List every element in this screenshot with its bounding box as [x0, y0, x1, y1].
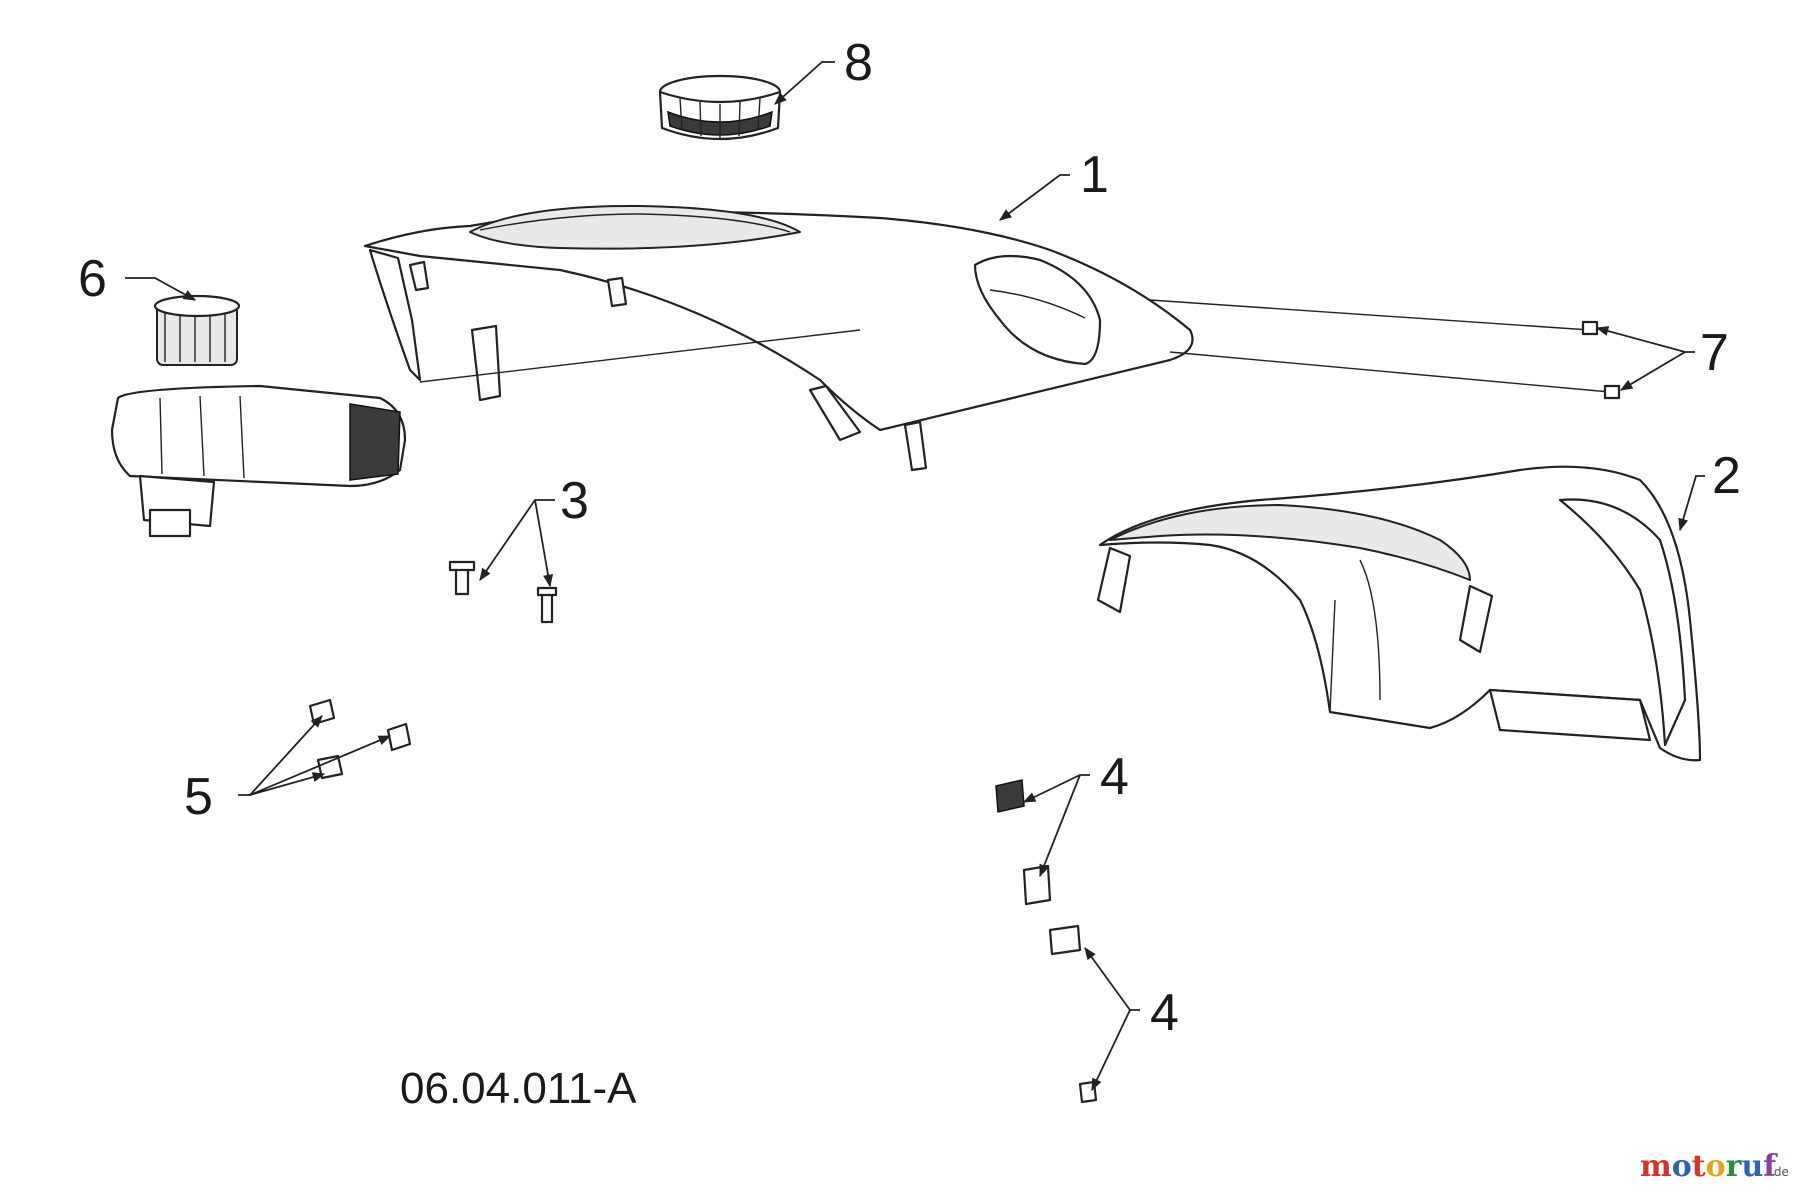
- callout-4-lower: 4: [1150, 984, 1179, 1042]
- callout-3: 3: [560, 472, 589, 530]
- callout-2: 2: [1712, 447, 1741, 505]
- watermark-letter: o: [1672, 1149, 1692, 1184]
- part-3-bolts: [448, 560, 558, 624]
- callout-5: 5: [184, 768, 213, 826]
- callout-4-upper: 4: [1100, 748, 1129, 806]
- drawing-id: 06.04.011-A: [400, 1064, 637, 1113]
- watermark-letter: m: [1640, 1149, 1672, 1184]
- callout-7: 7: [1700, 324, 1729, 382]
- watermark-logo: motoruf .de: [1640, 1149, 1789, 1184]
- watermark-letter: r: [1726, 1149, 1743, 1184]
- leader-lines: [125, 61, 1705, 1092]
- watermark-letter: o: [1706, 1149, 1726, 1184]
- part-6-engine: [110, 294, 407, 538]
- part-8-cap: [658, 74, 782, 141]
- watermark-letter: f: [1763, 1149, 1778, 1184]
- part-1-top-cover: [363, 204, 1621, 472]
- part-2-rear-deflector: [1096, 465, 1702, 762]
- svg-text:motoruf: motoruf: [1640, 1149, 1778, 1184]
- watermark-letter: t: [1692, 1149, 1706, 1184]
- watermark-letter: u: [1741, 1149, 1763, 1184]
- callout-6: 6: [78, 250, 107, 308]
- callout-1: 1: [1080, 146, 1109, 204]
- part-4-nuts: [995, 779, 1098, 1104]
- svg-text:.de: .de: [1770, 1165, 1789, 1179]
- part-5-clips: [308, 698, 412, 780]
- callout-8: 8: [844, 34, 873, 92]
